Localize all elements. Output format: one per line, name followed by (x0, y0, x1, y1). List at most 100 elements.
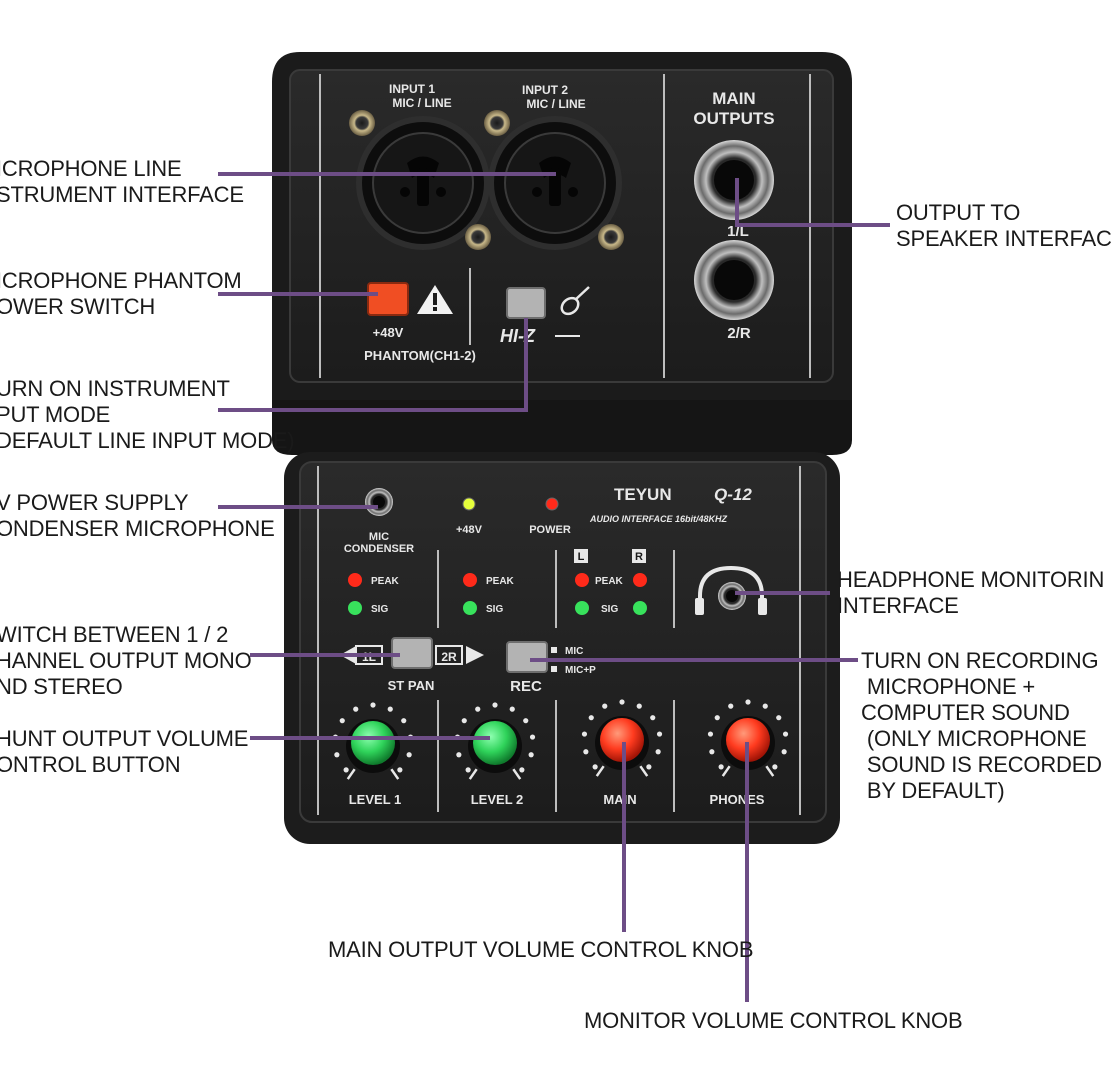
main-outputs-label-line1: MAIN (712, 89, 755, 108)
hiz-switch[interactable] (506, 287, 546, 319)
peak-led-ch2 (463, 573, 477, 587)
main-knob-label: MAIN (603, 792, 636, 807)
audio-interface-device: INPUT 1 MIC / LINE INPUT 2 MIC / LINE MA… (218, 52, 890, 1002)
level1-knob[interactable] (332, 702, 414, 780)
model-name: Q-12 (714, 485, 752, 504)
knob-tick-dot (343, 767, 349, 773)
hiz-label: HI-Z (500, 326, 536, 346)
knob-tick-dot (782, 731, 789, 737)
level2-knob[interactable] (454, 702, 536, 780)
knob-tick-dot (339, 718, 345, 724)
knob-tick-dot (456, 752, 462, 758)
callout-switch-mono: WITCH BETWEEN 1 / 2 HANNEL OUTPUT MONO N… (0, 622, 252, 699)
screw (484, 110, 510, 136)
knob-range-mark (512, 768, 522, 780)
rec-switch[interactable] (506, 641, 548, 673)
peak-label-ch1: PEAK (371, 576, 400, 587)
input1-label-line1: INPUT 1 (389, 82, 435, 96)
knob-range-mark (390, 768, 400, 780)
input2-label-line2: MIC / LINE (526, 97, 585, 111)
meter-r-label: R (635, 551, 643, 563)
peak-led-ch1 (348, 573, 362, 587)
knob-tick-dot (401, 718, 407, 724)
knob-tick-dot (781, 749, 787, 755)
led-power (545, 497, 559, 511)
output-jack-1l[interactable] (694, 140, 774, 220)
mic-condenser-label-line2: CONDENSER (344, 543, 414, 555)
peak-led-main-r (633, 573, 647, 587)
callout-line-instrument (218, 318, 528, 412)
knob-tick-dot (529, 734, 536, 740)
input2-combo-jack[interactable] (488, 116, 622, 250)
lower-module-faceplate (299, 461, 827, 823)
output-2r-label: 2/R (727, 325, 751, 342)
knob-tick-dot (406, 752, 412, 758)
peak-label-main: PEAK (595, 576, 624, 587)
led-48v-label: +48V (456, 524, 483, 536)
diagram-stage: INPUT 1 MIC / LINE INPUT 2 MIC / LINE MA… (0, 52, 1112, 1033)
knob-range-mark (468, 768, 478, 780)
guitar-icon (560, 286, 590, 316)
output-jack-2r[interactable] (694, 240, 774, 320)
warning-triangle-icon (417, 285, 453, 314)
knob-tick-dot (475, 706, 481, 712)
callout-monitor-knob: MONITOR VOLUME CONTROL KNOB (584, 1008, 963, 1033)
sig-label-ch2: SIG (486, 604, 503, 615)
input1-combo-jack[interactable] (356, 116, 490, 250)
sig-led-main-r (633, 601, 647, 615)
sig-label-main: SIG (601, 604, 618, 615)
phantom-power-button[interactable] (367, 282, 409, 316)
screw (598, 224, 624, 250)
device-neck (272, 400, 852, 455)
callout-headphone: HEADPHONE MONITORIN INTERFACE (837, 567, 1105, 618)
headphone-icon (695, 565, 767, 615)
callout-instrument: URN ON INSTRUMENT PUT MODE DEFAULT LINE … (0, 376, 295, 453)
meter-l-label: L (578, 551, 585, 563)
screw (465, 224, 491, 250)
knob-cap (351, 721, 395, 765)
knob-tick-dot (709, 749, 715, 755)
knob-cap (726, 718, 770, 762)
knob-tick-dot (519, 767, 525, 773)
rec-label: REC (510, 678, 542, 695)
knob-range-mark (595, 765, 605, 777)
level2-label: LEVEL 2 (471, 792, 524, 807)
main-outputs-label-line2: OUTPUTS (693, 109, 774, 128)
callout-power-supply: V POWER SUPPLY ONDENSER MICROPHONE (0, 490, 275, 541)
sig-led-main-l (575, 601, 589, 615)
peak-label-ch2: PEAK (486, 576, 515, 587)
knob-tick-dot (387, 706, 393, 712)
knob-range-mark (721, 765, 731, 777)
knob-range-mark (346, 768, 356, 780)
knob-tick-dot (528, 752, 534, 758)
knob-tick-dot (707, 731, 714, 737)
knob-range-mark (639, 765, 649, 777)
knob-tick-dot (353, 706, 359, 712)
input1-label-line2: MIC / LINE (392, 96, 451, 110)
knob-cap (600, 718, 644, 762)
knob-tick-dot (592, 764, 598, 770)
knob-tick-dot (588, 715, 594, 721)
knob-tick-dot (370, 702, 376, 708)
peak-led-main-l (575, 573, 589, 587)
knob-tick-dot (714, 715, 720, 721)
knob-tick-dot (602, 703, 608, 709)
main-volume-knob[interactable] (581, 699, 663, 777)
knob-tick-dot (646, 764, 652, 770)
brand-name: TEYUN (614, 485, 672, 504)
callout-lines (218, 172, 890, 1002)
knob-tick-dot (461, 718, 467, 724)
rec-mic-label: MIC (565, 646, 583, 657)
output-1l-label: 1/L (727, 223, 749, 240)
callout-recording: TURN ON RECORDING MICROPHONE + COMPUTER … (861, 648, 1102, 803)
headphone-jack[interactable] (718, 582, 746, 610)
screw (349, 110, 375, 136)
knob-tick-dot (776, 715, 782, 721)
knob-tick-dot (581, 731, 588, 737)
knob-tick-dot (492, 702, 498, 708)
knob-tick-dot (583, 749, 589, 755)
knob-tick-dot (745, 699, 751, 705)
knob-range-mark (765, 765, 775, 777)
mic-condenser-jack[interactable] (365, 488, 393, 516)
sig-led-ch1 (348, 601, 362, 615)
